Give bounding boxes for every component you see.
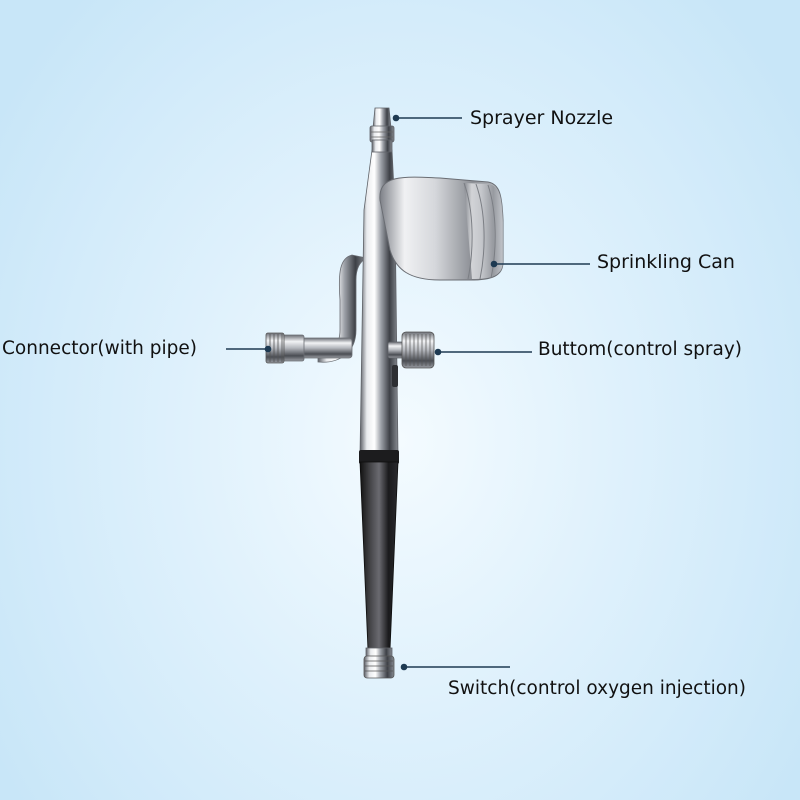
label-switch: Switch(control oxygen injection) bbox=[448, 678, 746, 699]
sprinkling-can bbox=[379, 176, 504, 281]
connector-arm bbox=[265, 254, 368, 364]
label-connector: Connector(with pipe) bbox=[2, 338, 197, 359]
leader-dot-switch bbox=[400, 663, 408, 671]
label-sprinkling-can: Sprinkling Can bbox=[597, 251, 735, 273]
label-sprayer-nozzle: Sprayer Nozzle bbox=[470, 107, 614, 129]
end-switch bbox=[363, 647, 395, 679]
leader-dot-button bbox=[434, 348, 442, 356]
control-button bbox=[387, 331, 435, 369]
leader-lines bbox=[226, 114, 590, 671]
sprayer-nozzle bbox=[369, 107, 395, 153]
leader-dot-can bbox=[490, 260, 498, 268]
leader-dot-connector bbox=[264, 345, 272, 353]
label-control-button: Buttom(control spray) bbox=[538, 339, 742, 360]
leader-dot-nozzle bbox=[392, 114, 400, 122]
handle-grip bbox=[359, 450, 399, 651]
